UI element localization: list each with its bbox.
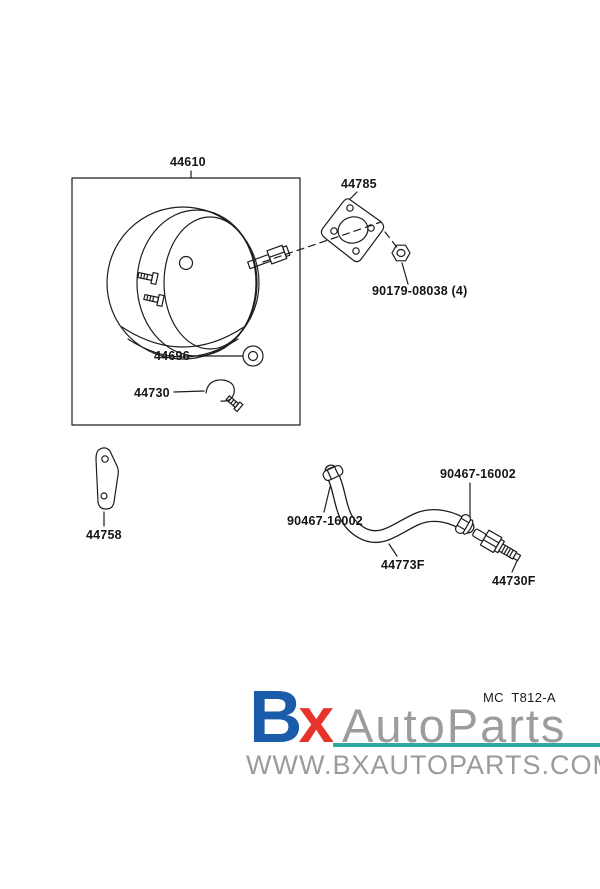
leader-lines: [103, 170, 518, 573]
label-gasket: 44785: [341, 177, 377, 191]
label-grommet: 44696: [154, 349, 190, 363]
logo-underline: [333, 743, 600, 747]
booster-push-rod: [247, 244, 291, 270]
website-text: WWW.BXAUTOPARTS.COM: [246, 750, 600, 780]
hose-clamp-left-drawing: [322, 464, 344, 482]
grommet-drawing: [242, 345, 264, 367]
booster-box-outline: [71, 177, 301, 426]
gasket-drawing: [320, 198, 385, 263]
hose-clamp-right-drawing: [454, 513, 472, 535]
bracket-drawing: [95, 447, 119, 510]
logo-letter-b: B: [249, 675, 303, 758]
label-check-valve: 44730F: [492, 574, 536, 588]
clamp-drawing: [205, 379, 244, 413]
brake-booster-drawing: [106, 206, 291, 360]
label-bracket: 44758: [86, 528, 122, 542]
logo-letter-x: x: [298, 684, 335, 756]
logo-name: AutoParts: [342, 699, 567, 752]
bx-autoparts-logo: B x AutoParts: [249, 680, 566, 754]
booster-stud-bottom: [143, 293, 165, 307]
alignment-dashed-lines: [262, 221, 400, 263]
label-hose: 44773F: [381, 558, 425, 572]
check-valve-drawing: [472, 528, 522, 562]
label-booster-assembly: 44610: [170, 155, 206, 169]
label-hose-clamp-left: 90467-16002: [287, 514, 363, 528]
label-hose-clamp-right: 90467-16002: [440, 467, 516, 481]
booster-stud-top: [137, 271, 159, 285]
nut-drawing: [391, 244, 411, 262]
catalog-code: MC T812-A: [483, 690, 556, 705]
label-clamp: 44730: [134, 386, 170, 400]
label-nut: 90179-08038 (4): [372, 284, 468, 298]
